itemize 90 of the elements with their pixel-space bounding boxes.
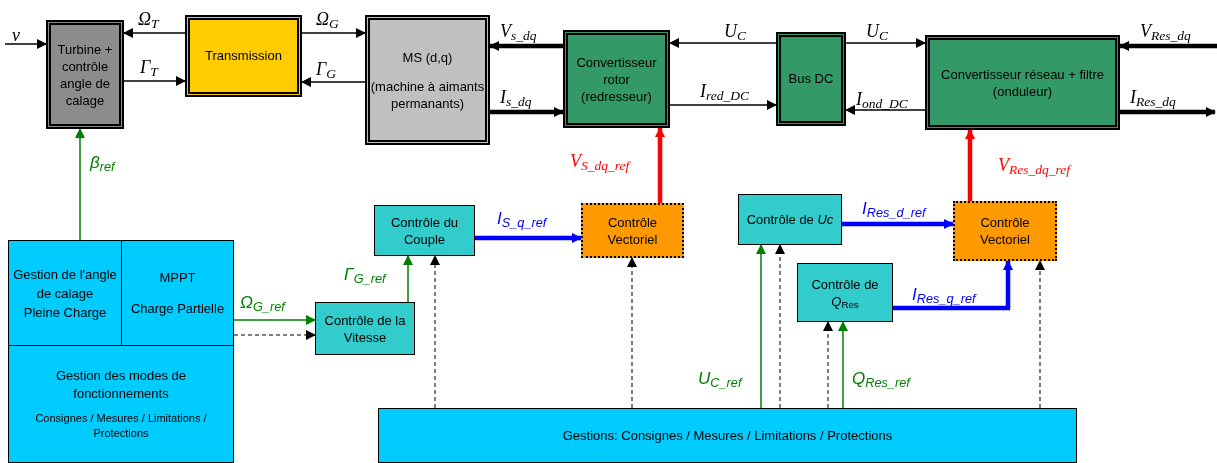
controller-box: [315, 302, 415, 355]
node-text: Bus DC: [788, 70, 834, 89]
controller-box: [581, 203, 684, 258]
node-text: (onduleur): [992, 82, 1053, 100]
node-text: Contrôle Vectoriel: [979, 214, 1031, 248]
edge-label: v: [12, 24, 20, 47]
control-cell: [8, 345, 234, 463]
arrow: [301, 77, 366, 87]
edge-label: I$_{ond_DC}$: [856, 88, 908, 113]
edge-label: Ω$_{G}$: [316, 8, 339, 33]
controller-box: [953, 201, 1057, 261]
edge-label: I$_{Res_q_ref}$: [912, 284, 976, 308]
node-text: Contrôle de la Vitesse: [323, 311, 407, 346]
node-text: Turbine + contrôle angle de calage: [56, 40, 114, 109]
arrow: [845, 105, 926, 115]
edge-label: U$_{C}$: [866, 20, 888, 45]
controller-box: [738, 194, 842, 245]
arrow: [430, 255, 440, 409]
arrow: [669, 38, 777, 48]
management-box: [378, 408, 1077, 463]
machine-box: [365, 15, 490, 145]
arrow: [893, 260, 1013, 311]
edge-label: Ω$_{G_ref}$: [240, 292, 285, 316]
arrow: [842, 219, 954, 229]
arrow: [965, 129, 975, 201]
node-text: Gestion de l'angle de calage: [12, 265, 118, 303]
arrow: [4, 39, 47, 49]
node-text: Contrôle Vectoriel: [606, 213, 659, 248]
arrow: [489, 41, 563, 51]
arrow: [123, 28, 186, 38]
node-text: Contrôle de Uc: [746, 211, 834, 228]
arrow: [627, 257, 637, 409]
node-text: MPPT: [159, 269, 196, 287]
node-text: Convertisseur réseau + filtre: [941, 65, 1104, 83]
arrow: [845, 38, 926, 48]
edge-label: U$_{C}$: [724, 20, 746, 45]
arrow: [823, 321, 833, 409]
edge-label: I$_{Res_d_ref}$: [862, 198, 926, 222]
node-text: (redresseur): [581, 87, 652, 105]
bus-box: [776, 32, 846, 126]
arrow: [775, 244, 785, 409]
edge-label: I$_{S_q_ref}$: [497, 208, 547, 232]
controller-box: [374, 205, 475, 256]
edge-label: Ω$_{T}$: [138, 8, 159, 33]
converter-box: [563, 30, 670, 128]
arrow: [123, 76, 186, 86]
node-text: Transmission: [205, 47, 282, 66]
edge-label: Γ$_{G}$: [316, 58, 336, 83]
arrow: [403, 255, 413, 303]
node-text: Convertisseur rotor: [575, 53, 658, 88]
edge-label: β$_{ref}$: [90, 152, 115, 176]
arrow: [655, 127, 665, 203]
arrow: [301, 28, 366, 38]
control-cell: [8, 240, 122, 346]
node-text: MS (d,q): [402, 48, 453, 66]
arrow: [1035, 260, 1045, 409]
arrow: [233, 315, 316, 325]
edge-label: V$_{Res_dq}$: [1140, 20, 1191, 45]
arrow: [1120, 107, 1216, 117]
arrow: [75, 128, 85, 241]
node-text: (machine à aimants permanants): [370, 77, 485, 112]
edge-label: I$_{red_DC}$: [700, 80, 749, 105]
node-text: Pleine Charge: [23, 303, 107, 322]
arrow: [475, 233, 582, 243]
edge-label: Γ$_{T}$: [140, 56, 158, 81]
edge-label: I$_{Res_dq}$: [1130, 86, 1176, 111]
turbine-box: [46, 20, 124, 129]
arrow: [490, 107, 564, 117]
node-text: Contrôle de Q$_{Res}$: [810, 275, 880, 310]
node-text: Consignes / Mesures / Limitations / Protections: [34, 411, 208, 441]
edge-label: V$_{s_dq}$: [500, 20, 537, 45]
edge-label: V$_{Res_dq_ref}$: [998, 154, 1070, 179]
node-text: Charge Partielle: [130, 300, 225, 318]
edge-label: Γ$_{G_ref}$: [344, 264, 386, 288]
arrow: [1119, 41, 1217, 51]
edge-label: V$_{S_dq_ref}$: [570, 150, 630, 175]
node-text: Contrôle du Couple: [389, 213, 460, 248]
arrow: [669, 100, 777, 110]
converter-box: [925, 35, 1120, 130]
edge-label: U$_{C_ref}$: [698, 368, 742, 392]
node-text: Gestion des modes de fonctionnements: [54, 367, 188, 403]
node-text: Gestions: Consignes / Mesures / Limitations / Protections: [562, 426, 893, 445]
control-cell: [121, 240, 234, 346]
controller-box: [797, 263, 893, 322]
arrow: [233, 330, 316, 340]
arrow: [838, 321, 848, 409]
edge-label: I$_{s_dq}$: [500, 86, 532, 111]
transmission-box: [185, 15, 302, 97]
arrow: [756, 244, 766, 409]
edge-label: Q$_{Res_ref}$: [852, 368, 910, 392]
